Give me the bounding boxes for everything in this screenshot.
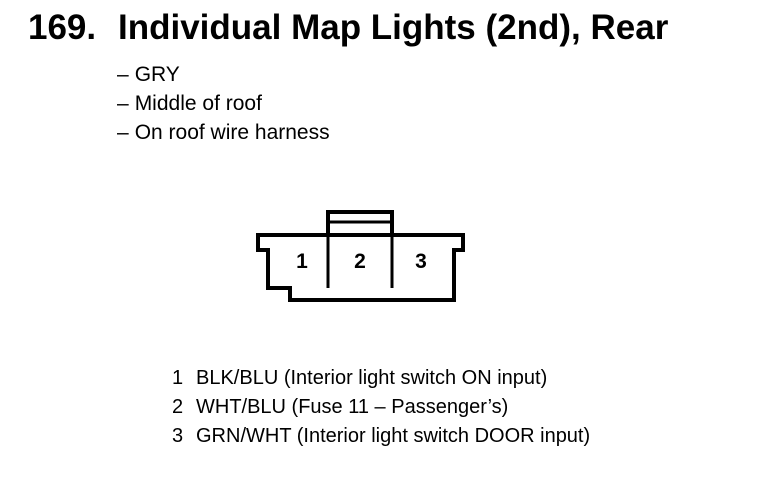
connector-color: –GRY — [117, 63, 180, 86]
section-number: 169. — [28, 8, 97, 47]
connector-lock-tab — [326, 210, 394, 235]
page-title: 169. Individual Map Lights (2nd), Rear — [28, 8, 668, 48]
connector-housing-outline — [256, 233, 465, 302]
connector-harness: –On roof wire harness — [117, 121, 330, 144]
connector-info-list: –GRY –Middle of roof –On roof wire harne… — [117, 60, 330, 147]
connector-face-drawing: 1 2 3 — [256, 210, 465, 302]
pin-label-1: 1 — [296, 250, 308, 273]
section-title: Individual Map Lights (2nd), Rear — [118, 8, 669, 47]
pin-label-2: 2 — [354, 250, 366, 273]
connector-diagram: 1 2 3 — [250, 202, 470, 306]
connector-location: –Middle of roof — [117, 92, 262, 115]
pin-label-3: 3 — [415, 250, 427, 273]
